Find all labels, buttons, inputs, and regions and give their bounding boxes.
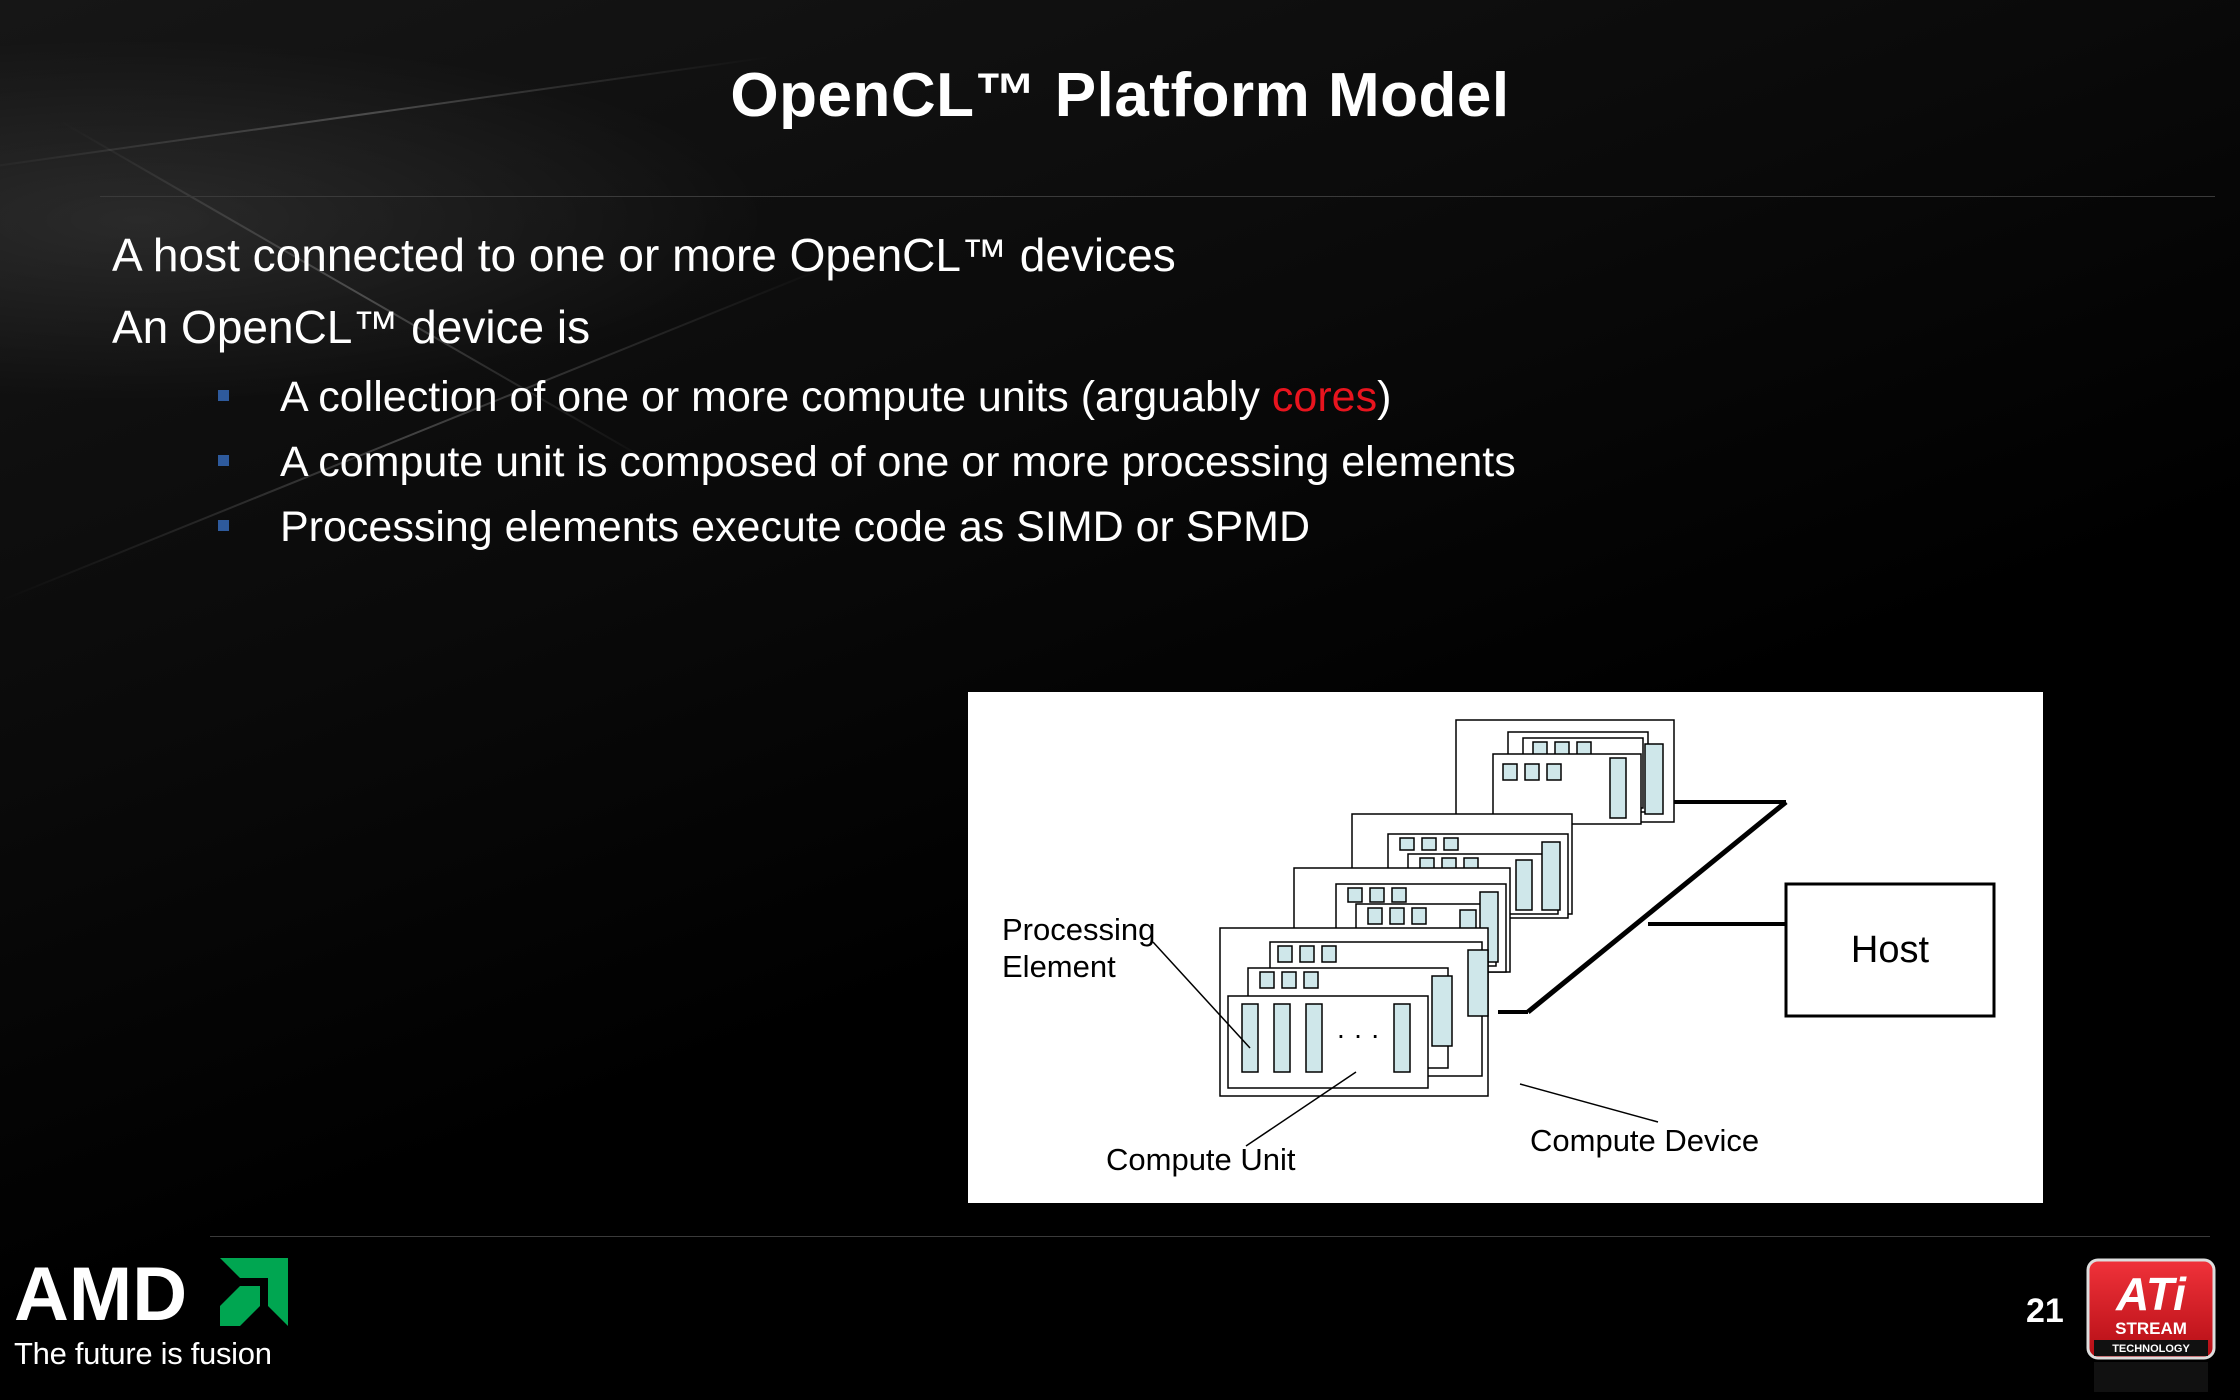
compute-device-label: Compute Device <box>1530 1123 1759 1158</box>
tagline: The future is fusion <box>14 1336 272 1371</box>
pe-leader-line <box>1152 941 1251 1049</box>
compute-device-4 <box>1455 719 1675 825</box>
highlight-word: cores <box>1271 373 1378 421</box>
footer-divider <box>210 1236 2210 1237</box>
ati-wordmark: ATi <box>2115 1268 2187 1320</box>
bullet-item: A collection of one or more compute unit… <box>218 368 1516 433</box>
cd-leader-line <box>1519 1083 1659 1123</box>
amd-logo: AMD <box>14 1256 288 1328</box>
bullet-marker <box>218 520 229 531</box>
pe-label-line1: Processing <box>1002 912 1155 947</box>
host-label: Host <box>1851 929 1930 971</box>
bullet-item: A compute unit is composed of one or mor… <box>218 433 1516 498</box>
host-bus-diagonal <box>1526 800 1788 1014</box>
title-divider <box>100 196 2215 197</box>
technology-wordmark: TECHNOLOGY <box>2112 1343 2190 1355</box>
bullet-text: A compute unit is composed of one or mor… <box>280 438 1516 486</box>
amd-wordmark: AMD <box>14 1256 187 1328</box>
bullet-marker <box>218 390 229 401</box>
body-line-host: A host connected to one or more OpenCL™ … <box>112 229 1176 281</box>
stream-wordmark: STREAM <box>2115 1319 2187 1338</box>
diagram-svg: · · · Host Processing Element Compute Un… <box>1002 719 1996 1177</box>
bullet-list: A collection of one or more compute unit… <box>218 368 1516 563</box>
bullet-text: Processing elements execute code as SIMD… <box>280 503 1311 551</box>
pe-label-line2: Element <box>1002 949 1116 984</box>
page-number: 21 <box>2026 1292 2064 1330</box>
bullet-suffix: ) <box>1377 373 1392 421</box>
platform-model-diagram: · · · Host Processing Element Compute Un… <box>968 692 2043 1203</box>
bullet-text: A collection of one or more compute unit… <box>280 373 1272 421</box>
pe-ellipsis: · · · <box>1336 1019 1380 1050</box>
ati-stream-logo: ATi STREAM TECHNOLOGY <box>2086 1258 2216 1392</box>
amd-arrow-icon <box>220 1258 288 1326</box>
cu-leader-line <box>1245 1071 1357 1147</box>
bullet-item: Processing elements execute code as SIMD… <box>218 498 1516 563</box>
body-line-device: An OpenCL™ device is <box>112 301 591 353</box>
compute-device-1 <box>1219 927 1489 1097</box>
bullet-marker <box>218 455 229 466</box>
host-box <box>1784 882 1996 1018</box>
compute-unit-label: Compute Unit <box>1106 1142 1296 1177</box>
slide-title: OpenCL™ Platform Model <box>730 61 1510 130</box>
